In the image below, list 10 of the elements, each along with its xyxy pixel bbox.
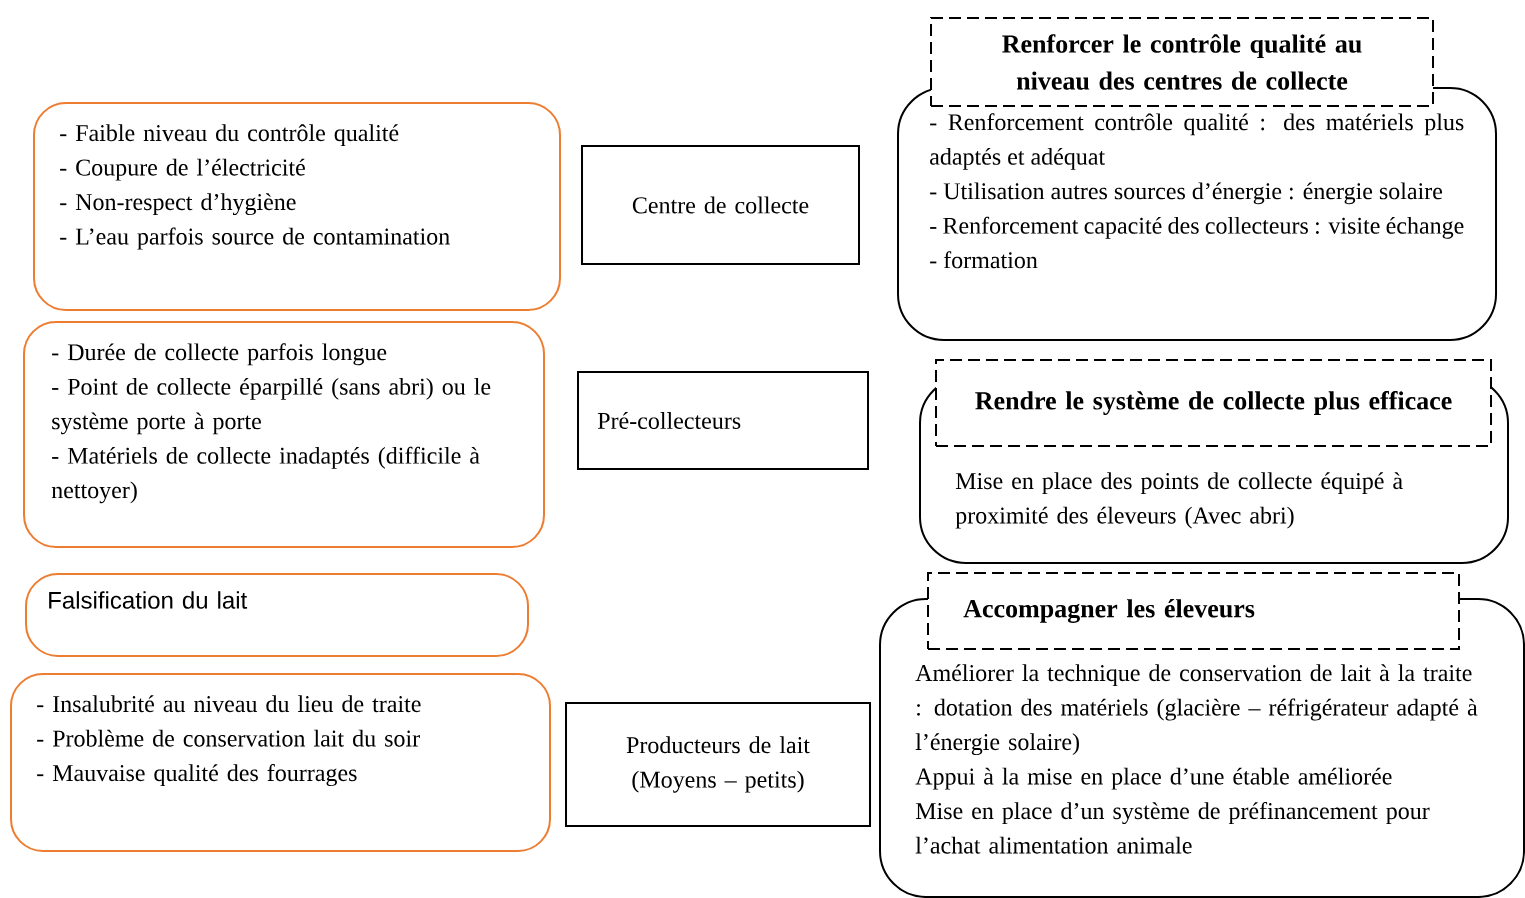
heading-box: Accompagner les éleveurs <box>927 572 1460 650</box>
actor-box: Centre de collecte <box>581 145 860 265</box>
problem-box: - Insalubrité au niveau du lieu de traite - Problème de conservation lait du soir - Mauvaise qualité des fourrages <box>10 673 551 852</box>
heading-box: Rendre le système de collecte plus efficace <box>935 359 1492 447</box>
heading-box: Renforcer le contrôle qualité au niveau des centres de collecte <box>930 17 1434 107</box>
actor-box: Pré-collecteurs <box>577 371 869 470</box>
problem-box: - Faible niveau du contrôle qualité - Coupure de l’électricité - Non-respect d’hygiène - L’eau parfois source de contamination <box>33 102 561 311</box>
problem-box: - Durée de collecte parfois longue - Point de collecte éparpillé (sans abri) ou le système porte à porte - Matériels de collecte inadaptés (difficile à nettoyer) <box>23 321 545 548</box>
problem-box: Falsification du lait <box>25 573 529 657</box>
actor-box: Producteurs de lait (Moyens – petits) <box>565 702 871 827</box>
